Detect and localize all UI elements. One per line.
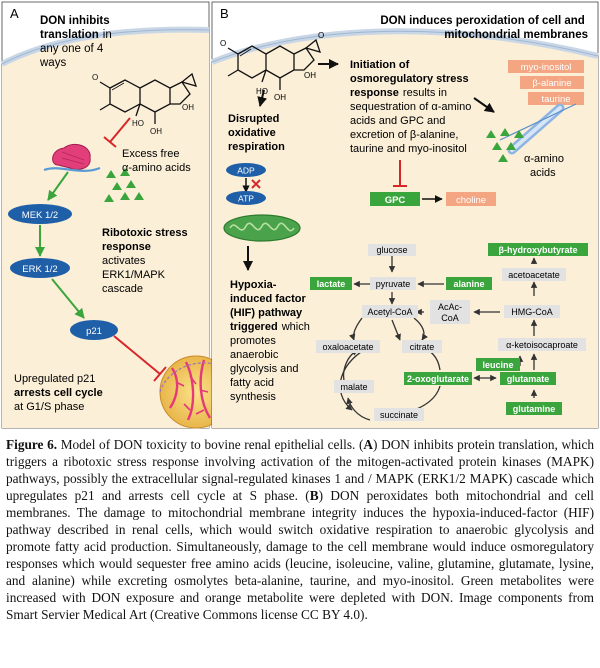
svg-text:choline: choline <box>456 195 486 206</box>
svg-text:acetoacetate: acetoacetate <box>508 270 560 280</box>
svg-text:ERK 1/2: ERK 1/2 <box>22 264 57 275</box>
svg-text:β-hydroxybutyrate: β-hydroxybutyrate <box>498 245 577 255</box>
metabolite-alanine: alanine <box>446 277 492 290</box>
svg-text:HO: HO <box>256 87 268 96</box>
svg-text:malate: malate <box>340 382 367 392</box>
svg-text:p21: p21 <box>86 326 102 337</box>
mitochondrion-icon <box>223 214 301 242</box>
osmolyte-beta-alanine: β-alanine <box>520 76 584 89</box>
svg-text:O: O <box>220 39 226 48</box>
arrest-label: Upregulated p21 arrests cell cycle at G1… <box>14 373 106 413</box>
svg-text:myo-inositol: myo-inositol <box>521 62 572 73</box>
metabolite-leucine: leucine <box>476 358 520 371</box>
caption-figure-label: Figure 6. <box>6 437 58 452</box>
svg-text:2-oxoglutarate: 2-oxoglutarate <box>407 374 469 384</box>
svg-text:MEK 1/2: MEK 1/2 <box>22 210 58 221</box>
panel-b: B DON induces peroxidation of cell and m… <box>210 1 599 429</box>
svg-text:HO: HO <box>132 119 144 128</box>
svg-text:taurine: taurine <box>541 94 570 105</box>
metabolite-hydroxybutyrate: β-hydroxybutyrate <box>488 243 588 256</box>
svg-text:ATP: ATP <box>238 194 254 204</box>
svg-text:β-alanine: β-alanine <box>532 78 571 89</box>
metabolite-citrate: citrate <box>402 340 442 353</box>
metabolite-acetyl-coa: Acetyl-CoA <box>362 305 418 318</box>
metabolite-glucose: glucose <box>368 244 416 256</box>
adp-node: ADP <box>226 163 266 177</box>
metabolite-malate: malate <box>334 380 374 393</box>
metabolite-pyruvate: pyruvate <box>370 277 416 290</box>
choline-box: choline <box>446 192 496 206</box>
svg-text:glucose: glucose <box>376 245 407 255</box>
p21-node: p21 <box>70 320 118 340</box>
svg-text:OH: OH <box>150 127 162 136</box>
caption-part-2: ) DON inhibits protein translation, whic… <box>6 437 594 503</box>
metabolic-network: glucose pyruvate lactate alanine Acetyl-… <box>310 243 588 421</box>
metabolite-hmg-coa: HMG-CoA <box>504 305 560 318</box>
svg-text:GPC: GPC <box>385 195 406 206</box>
don-molecule-b-icon <box>227 38 322 90</box>
svg-text:OH: OH <box>182 103 194 112</box>
amino-acid-triangles-b <box>486 128 524 162</box>
svg-text:lactate: lactate <box>317 279 346 289</box>
svg-text:O: O <box>92 73 98 82</box>
svg-text:α-ketoisocaproate: α-ketoisocaproate <box>506 340 578 350</box>
blocked-x-icon <box>251 179 261 189</box>
ribosome-icon <box>43 143 101 172</box>
svg-text:Acetyl-CoA: Acetyl-CoA <box>367 307 412 317</box>
caption-a-label: A <box>363 437 374 452</box>
mek-node: MEK 1/2 <box>8 204 72 224</box>
panel-b-title: DON induces peroxidation of cell and mit… <box>380 15 588 41</box>
erk-node: ERK 1/2 <box>10 258 70 278</box>
svg-text:pyruvate: pyruvate <box>376 279 411 289</box>
metabolite-oxaloacetate: oxaloacetate <box>316 340 380 353</box>
caption-part-1: Model of DON toxicity to bovine renal ep… <box>57 437 364 452</box>
osmolyte-myo-inositol: myo-inositol <box>508 60 584 73</box>
amino-acid-triangles-a <box>104 168 144 202</box>
osmoregulatory-text: Initiation of osmoregulatory stress resp… <box>350 59 474 155</box>
figure-caption: Figure 6. Model of DON toxicity to bovin… <box>6 436 594 664</box>
svg-text:glutamine: glutamine <box>513 404 556 414</box>
svg-text:citrate: citrate <box>410 342 435 352</box>
svg-text:glutamate: glutamate <box>507 374 550 384</box>
caption-b-label: B <box>309 488 319 503</box>
metabolite-lactate: lactate <box>310 277 352 290</box>
metabolite-oxoglutarate: 2-oxoglutarate <box>404 372 472 385</box>
metabolite-ketoisocaproate: α-ketoisocaproate <box>498 338 586 351</box>
svg-text:ADP: ADP <box>237 166 255 176</box>
svg-text:oxaloacetate: oxaloacetate <box>322 342 373 352</box>
svg-text:AcAc-: AcAc- <box>438 302 462 312</box>
svg-text:HMG-CoA: HMG-CoA <box>511 307 553 317</box>
osmolyte-taurine: taurine <box>528 92 584 105</box>
svg-text:OH: OH <box>274 93 286 102</box>
svg-text:alanine: alanine <box>453 279 484 289</box>
svg-text:O: O <box>318 31 324 40</box>
metabolite-glutamine: glutamine <box>506 402 562 415</box>
metabolite-succinate: succinate <box>374 408 424 421</box>
svg-text:succinate: succinate <box>380 410 418 420</box>
don-molecule-a-icon <box>99 72 198 124</box>
caption-part-3: ) DON peroxidates both mitochondrial and… <box>6 488 594 622</box>
atp-node: ATP <box>226 191 266 205</box>
metabolite-glutamate: glutamate <box>500 372 556 385</box>
metabolite-acetoacetate: acetoacetate <box>502 268 566 281</box>
excess-amino-acids-label: Excess free α-amino acids <box>122 148 191 174</box>
disrupted-respiration-label: Disrupted oxidative respiration <box>228 113 285 153</box>
membrane-channel-icon <box>499 103 577 155</box>
gpc-box: GPC <box>370 192 420 206</box>
svg-text:OH: OH <box>304 71 316 80</box>
svg-text:CoA: CoA <box>441 313 459 323</box>
metabolite-acac-coa: AcAc- CoA <box>430 300 470 324</box>
amino-acids-b-label: α-amino acids <box>524 153 567 179</box>
ribotoxic-label: Ribotoxic stress response activates ERK1… <box>102 227 191 295</box>
hif-pathway-text: Hypoxia- induced factor (HIF) pathway tr… <box>230 279 313 403</box>
panel-a-label: A <box>10 6 19 21</box>
svg-text:leucine: leucine <box>482 360 513 370</box>
panel-b-label: B <box>220 6 229 21</box>
